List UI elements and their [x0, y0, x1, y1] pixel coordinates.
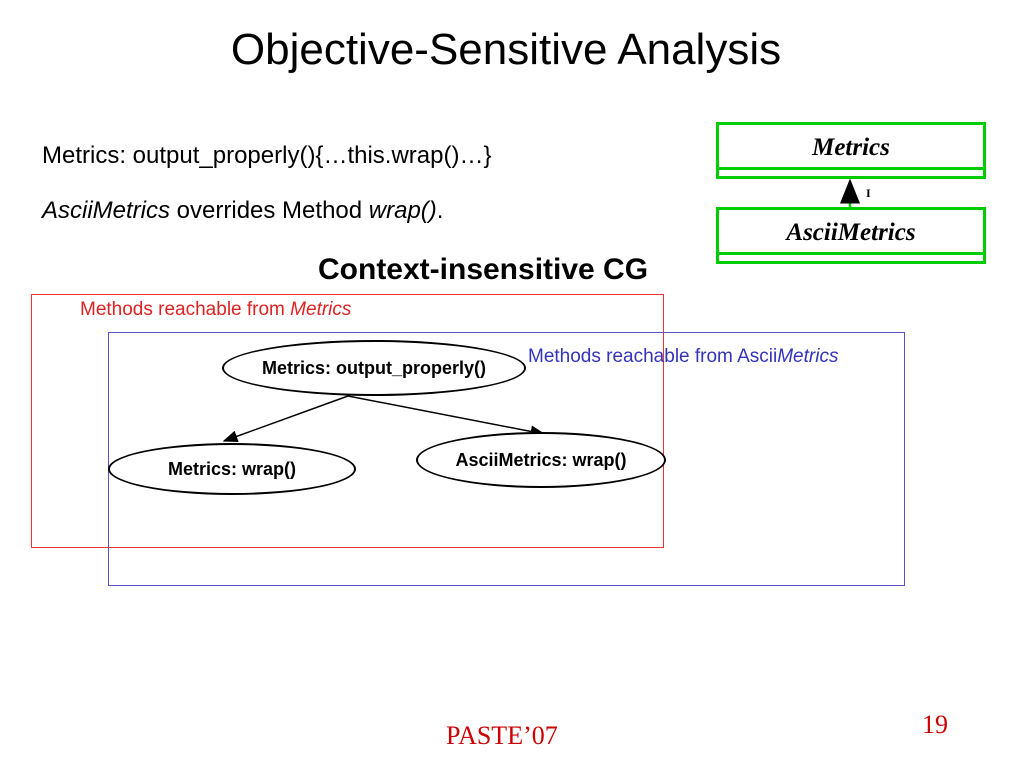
period-text: . — [436, 197, 444, 224]
ascii-region-label: Methods reachable from AsciiMetrics — [528, 346, 838, 368]
uml-class-name: Metrics — [812, 134, 890, 161]
node-output-properly: Metrics: output_properly() — [222, 340, 526, 396]
override-text: overrides Method — [170, 197, 369, 224]
metrics-region-label: Methods reachable from Metrics — [80, 299, 351, 321]
ascii-reachable-region — [108, 332, 905, 586]
override-line: AsciiMetrics overrides Method wrap(). — [42, 196, 443, 226]
code-line: Metrics: output_properly(){…this.wrap()…… — [42, 142, 492, 169]
uml-class-metrics: Metrics — [716, 122, 986, 179]
slide-title: Objective-Sensitive Analysis — [230, 25, 782, 74]
node-metrics-wrap: Metrics: wrap() — [108, 443, 356, 495]
region-label-text: Methods reachable from Ascii — [528, 346, 778, 367]
region-label-emphasis: Metrics — [777, 346, 839, 367]
uml-divider — [719, 167, 983, 178]
uml-class-asciimetrics: AsciiMetrics — [716, 207, 986, 264]
inheritance-label: I — [866, 186, 871, 200]
class-name-text: AsciiMetrics — [42, 197, 171, 224]
uml-class-name: AsciiMetrics — [786, 219, 916, 246]
region-label-emphasis: Metrics — [290, 299, 352, 320]
node-asciimetrics-wrap: AsciiMetrics: wrap() — [416, 432, 666, 488]
footer-conference: PASTE’07 — [446, 721, 558, 750]
region-label-text: Methods reachable from — [80, 299, 291, 320]
call-graph-heading: Context-insensitive CG — [318, 253, 649, 286]
uml-divider — [719, 252, 983, 263]
method-name-text: wrap() — [368, 197, 437, 224]
metrics-reachable-region — [31, 294, 664, 548]
page-number: 19 — [922, 710, 948, 739]
